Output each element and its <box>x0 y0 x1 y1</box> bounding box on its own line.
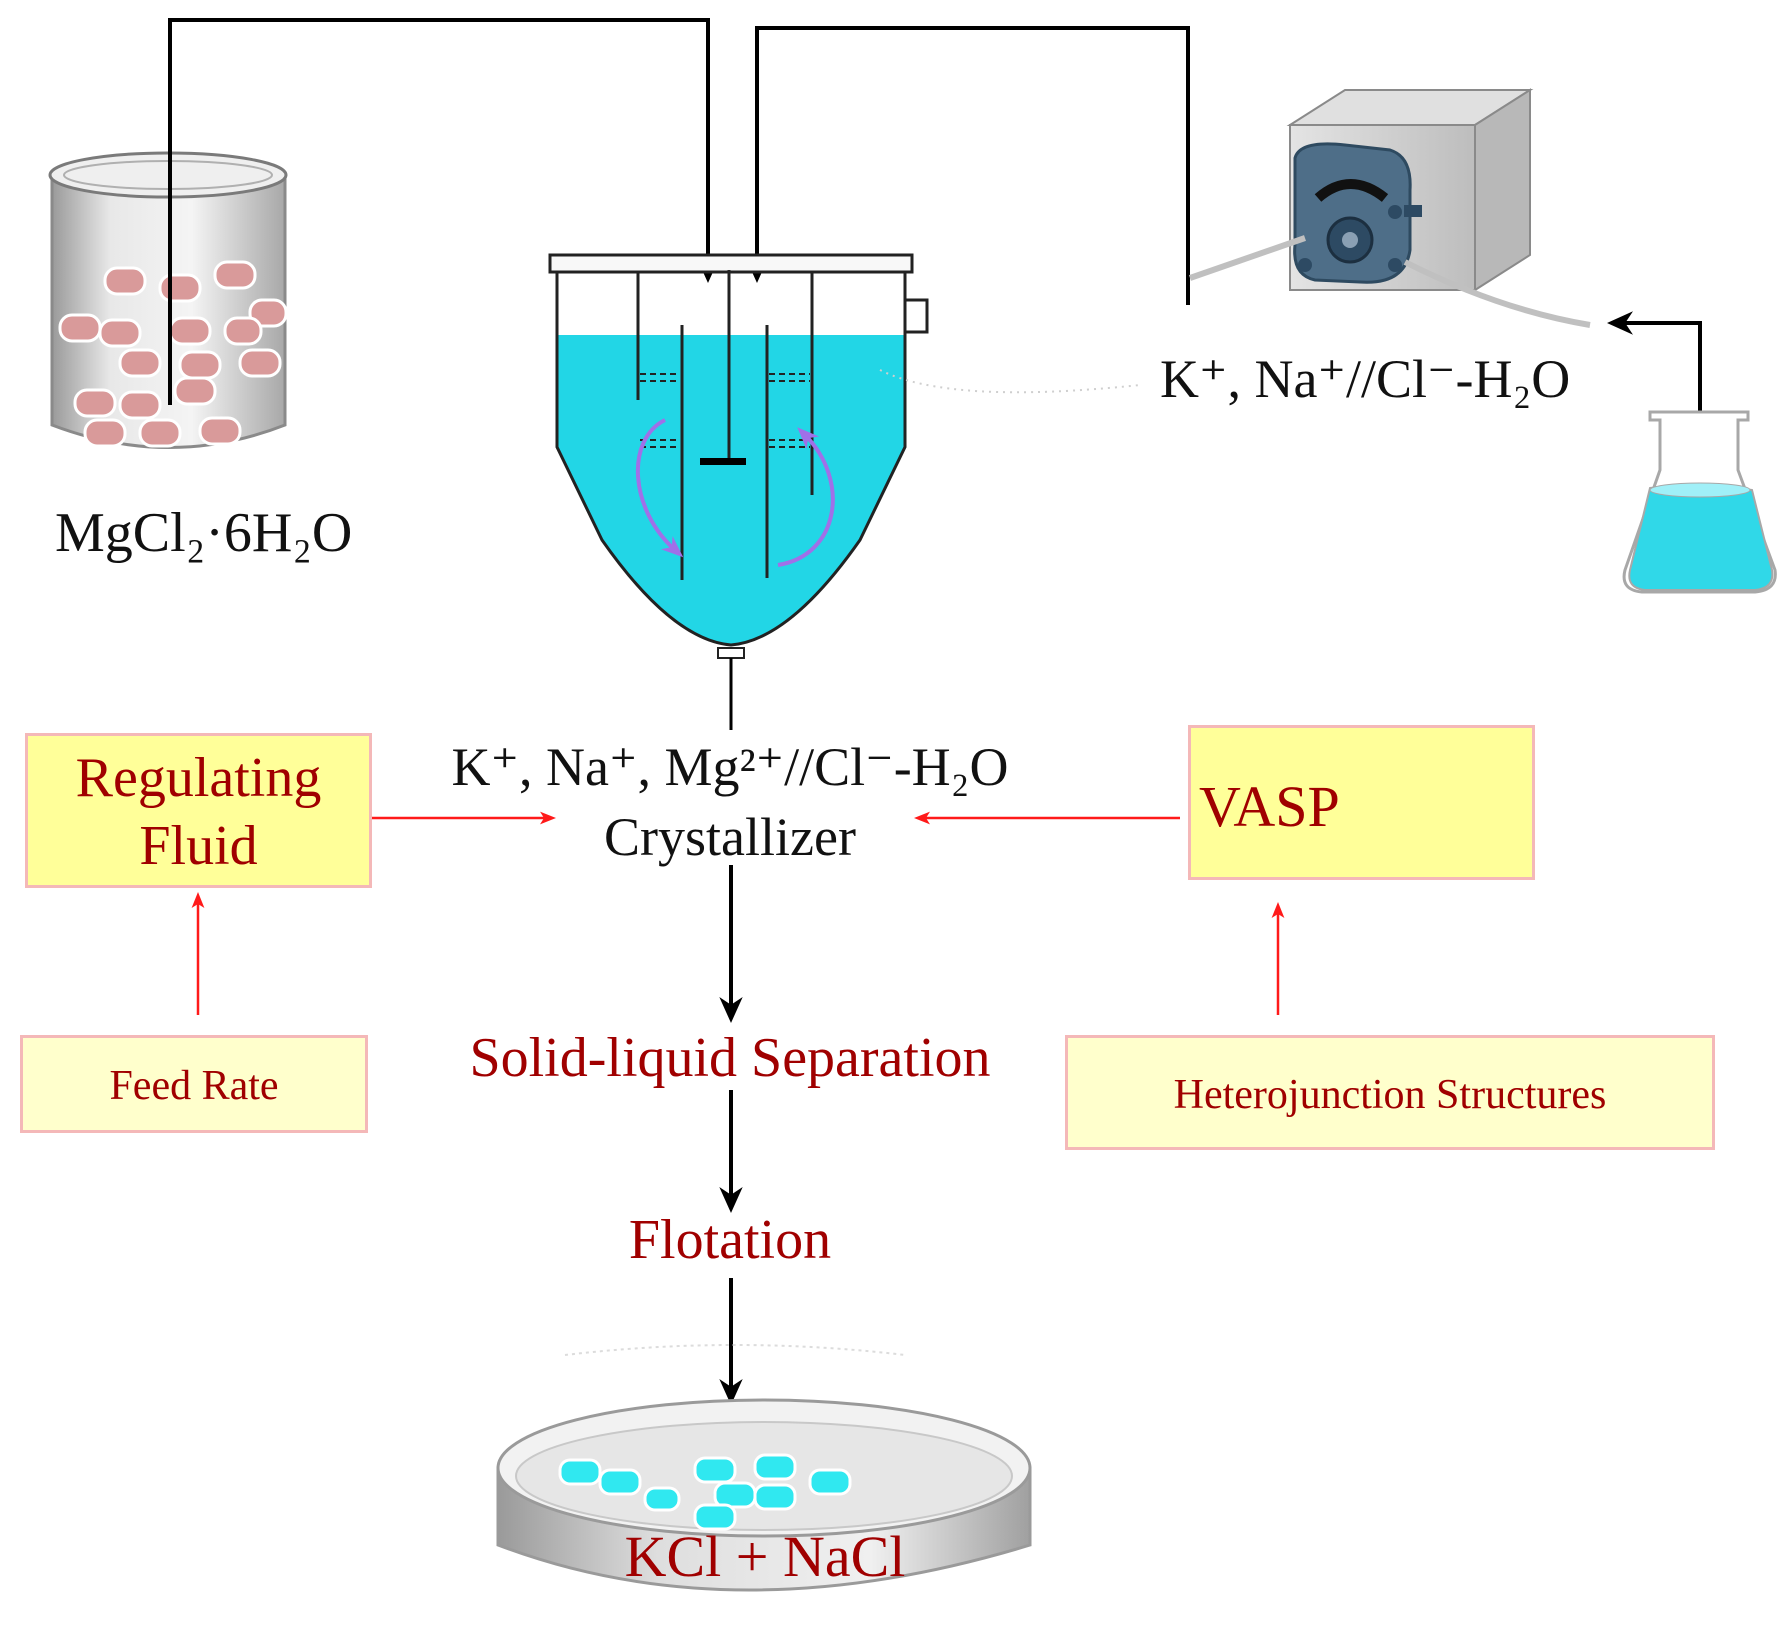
product-label: KCl + NaCl <box>624 1524 906 1589</box>
liquid <box>557 335 905 645</box>
influence-arrows <box>191 811 1285 1015</box>
vasp-label: VASP <box>1199 774 1340 839</box>
feed-rate-label: Feed Rate <box>109 1063 279 1109</box>
mgcl2-feed-line <box>168 18 720 405</box>
feed-flask <box>1622 410 1777 594</box>
vessel-lid <box>548 253 914 274</box>
heterojunction-box: Heterojunction Structures <box>1065 1035 1715 1150</box>
cyan-crystals <box>558 1453 852 1531</box>
regulating-fluid-line1: Regulating <box>75 747 322 809</box>
outlet-valve <box>717 647 745 659</box>
overflow-port <box>903 298 929 334</box>
regulating-fluid-line2: Fluid <box>139 815 258 877</box>
product-dish <box>496 1344 1032 1592</box>
pump-feed-line <box>745 26 1190 305</box>
vasp-box: VASP <box>1188 725 1535 880</box>
crystallizer-label: Crystallizer <box>604 807 856 867</box>
stirrer-blade <box>700 458 746 465</box>
regulating-fluid-box: Regulating Fluid <box>25 733 372 888</box>
overflow-dotted-line <box>879 369 1141 394</box>
separation-label: Solid-liquid Separation <box>469 1027 991 1089</box>
crystallizer-vessel <box>548 253 929 730</box>
circulation-arrow-left <box>635 418 684 558</box>
pump-tube-in <box>1189 235 1306 281</box>
mgcl2-label: MgCl₂·6H₂O <box>55 502 353 564</box>
feed-solution-label: K⁺, Na⁺//Cl⁻-H₂O <box>1160 349 1571 409</box>
flotation-label: Flotation <box>628 1209 832 1271</box>
heterojunction-label: Heterojunction Structures <box>1173 1072 1607 1118</box>
pump-tube-out <box>1403 259 1591 328</box>
circulation-arrow-right <box>777 427 835 567</box>
feed-rate-box: Feed Rate <box>20 1035 368 1133</box>
crystallizer-composition-label: K⁺, Na⁺, Mg²⁺//Cl⁻-H₂O <box>451 737 1009 797</box>
peristaltic-pump <box>1189 88 1591 328</box>
